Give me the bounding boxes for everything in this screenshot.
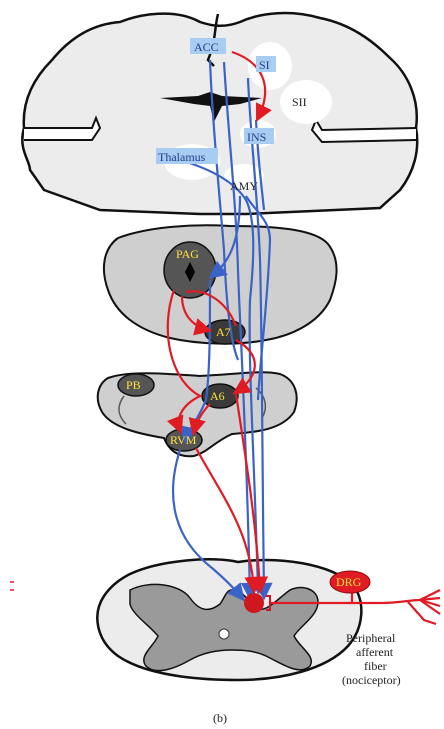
sii-label: SII xyxy=(292,95,307,109)
thalamus-label: Thalamus xyxy=(158,150,206,164)
pb-label: PB xyxy=(126,378,141,392)
drg-label: DRG xyxy=(336,575,362,589)
peripheral-label-line1: Peripheral xyxy=(346,631,396,645)
spinal-cord-section xyxy=(97,559,361,680)
ins-label: INS xyxy=(247,130,266,144)
a7-label: A7 xyxy=(216,325,231,339)
figure-caption: (b) xyxy=(213,711,227,725)
central-canal xyxy=(219,629,229,639)
amy-label: AMY xyxy=(230,179,258,193)
peripheral-label-line3: fiber xyxy=(364,659,387,673)
peripheral-label-line4: (nociceptor) xyxy=(342,673,401,687)
a6-label: A6 xyxy=(210,389,225,403)
rvm-label: RVM xyxy=(170,433,197,447)
pag-label: PAG xyxy=(176,247,199,261)
stray-mark xyxy=(10,582,14,590)
si-label: SI xyxy=(259,58,270,72)
dorsal-horn-terminal xyxy=(244,593,264,613)
peripheral-label-line2: afferent xyxy=(356,645,394,659)
acc-label: ACC xyxy=(194,40,219,54)
